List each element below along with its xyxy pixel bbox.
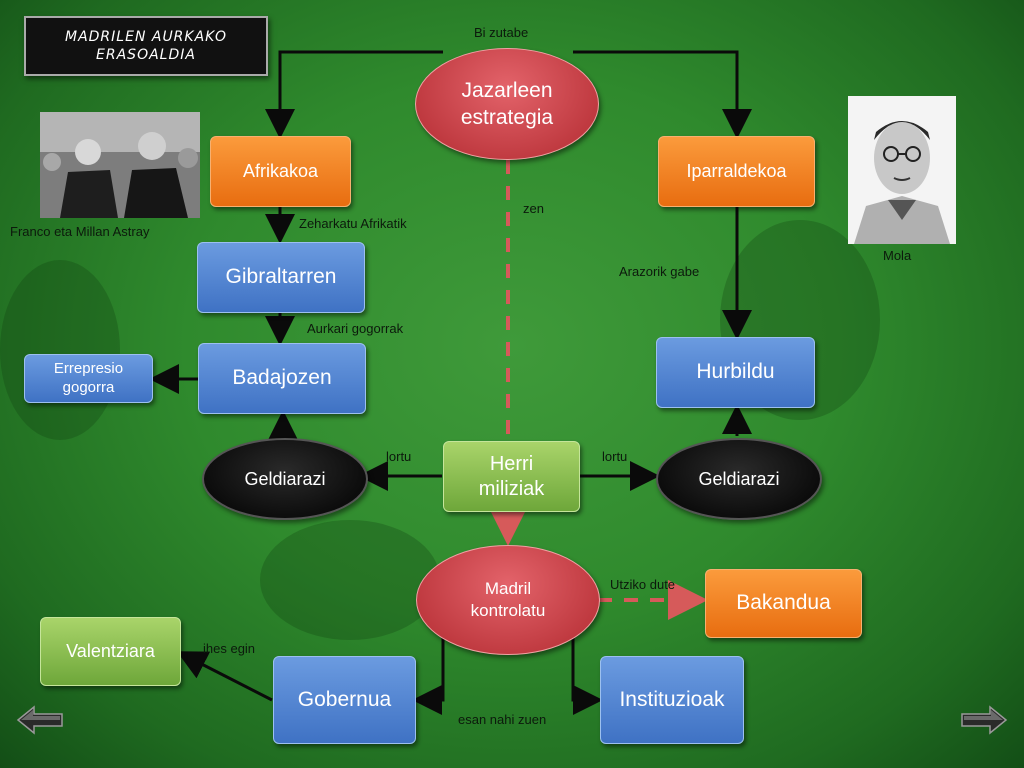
arrow-right-icon[interactable] — [960, 704, 1008, 736]
edge-label-aurkari-gogorrak: Aurkari gogorrak — [307, 321, 404, 336]
edge-label-zen: zen — [523, 201, 544, 216]
edge-gobernua-valentziara — [176, 651, 273, 702]
edge-madril-gobernua — [412, 638, 445, 715]
node-herri-miliziak: Herri miliziak — [443, 441, 580, 512]
edge-label-lortu-right: lortu — [602, 449, 628, 464]
mola-photo-caption: Mola — [883, 248, 912, 263]
node-iparraldekoa: Iparraldekoa — [658, 136, 815, 207]
arrow-left-icon[interactable] — [16, 704, 64, 736]
edge-label-arazorik-gabe: Arazorik gabe — [619, 264, 700, 279]
slide-title: MADRILEN AURKAKO ERASOALDIA — [24, 16, 268, 76]
mola-photo — [848, 96, 956, 244]
node-hurbildu: Hurbildu — [656, 337, 815, 408]
slide-title-line2: ERASOALDIA — [96, 47, 196, 63]
slide-title-line1: MADRILEN AURKAKO — [65, 28, 227, 45]
franco-photo-caption: Franco eta Millan Astray — [10, 224, 150, 239]
node-gibraltarren: Gibraltarren — [197, 242, 365, 313]
edge-label-lortu-left: lortu — [386, 449, 412, 464]
node-instituzioak: Instituzioak — [600, 656, 744, 744]
node-geldiarazi-right: Geldiarazi — [656, 438, 822, 520]
background-shape — [0, 260, 120, 440]
edge-strategy-afrikakoa — [265, 50, 443, 139]
franco-millan-astray-photo — [40, 112, 200, 218]
edge-label-ihes-egin: ihes egin — [203, 641, 256, 656]
node-gobernua: Gobernua — [273, 656, 416, 744]
node-errepresio-gogorra: Errepresio gogorra — [24, 354, 153, 403]
node-afrikakoa: Afrikakoa — [210, 136, 351, 207]
edge-strategy-iparraldekoa — [573, 50, 752, 139]
node-badajozen: Badajozen — [198, 343, 366, 414]
node-valentziara: Valentziara — [40, 617, 181, 686]
edge-madril-instituzioak — [571, 638, 603, 715]
edge-label-bi-zutabe: Bi zutabe — [474, 25, 529, 40]
node-jazarleen-estrategia: Jazarleen estrategia — [415, 48, 599, 160]
edge-label-esan-nahi-zuen: esan nahi zuen — [458, 712, 547, 727]
background-shape — [260, 520, 440, 640]
node-geldiarazi-left: Geldiarazi — [202, 438, 368, 520]
edge-label-zeharkatu-afrikatik: Zeharkatu Afrikatik — [299, 216, 407, 231]
node-madril-kontrolatu: Madril kontrolatu — [416, 545, 600, 655]
node-bakandua: Bakandua — [705, 569, 862, 638]
edge-label-utziko-dute: Utziko dute — [610, 577, 676, 592]
